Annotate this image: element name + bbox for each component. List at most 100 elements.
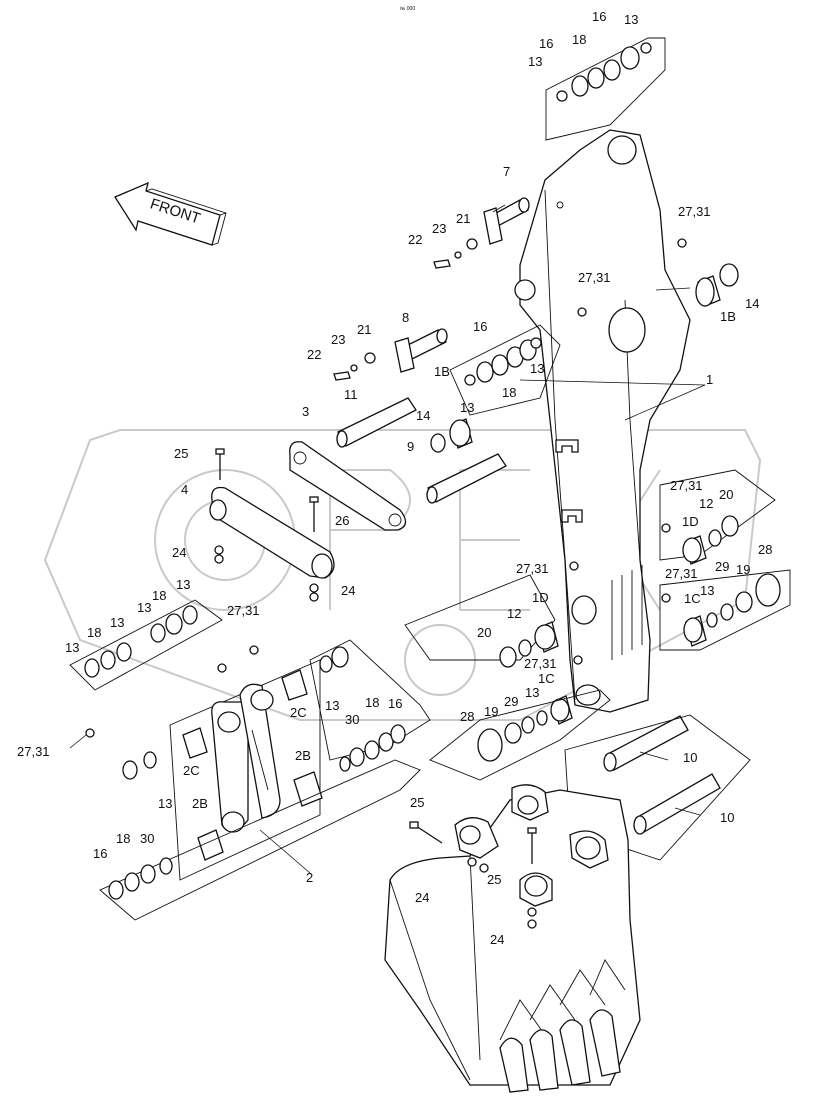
label-12: 12 xyxy=(507,606,522,621)
label-2b: 2B xyxy=(295,748,311,763)
label-7: 7 xyxy=(503,164,511,179)
label-13: 13 xyxy=(530,361,545,376)
corner-mark: № 000 xyxy=(400,6,416,12)
label-23: 23 xyxy=(432,221,447,236)
label-16: 16 xyxy=(388,696,403,711)
label-1d: 1D xyxy=(532,590,549,605)
label-13: 13 xyxy=(460,400,475,415)
label-23: 23 xyxy=(331,332,346,347)
label-2c: 2C xyxy=(183,763,200,778)
pin-7-assembly xyxy=(433,197,530,269)
label-18: 18 xyxy=(87,625,102,640)
label-13: 13 xyxy=(528,54,543,69)
boom-clips xyxy=(555,439,583,523)
label-1c: 1C xyxy=(684,591,701,606)
bushing-group-1c xyxy=(659,569,791,651)
label-3: 3 xyxy=(302,404,310,419)
label-10: 10 xyxy=(683,750,698,765)
label-19: 19 xyxy=(484,704,499,719)
label-29: 29 xyxy=(715,559,730,574)
label-30: 30 xyxy=(140,831,155,846)
label-25: 25 xyxy=(487,872,502,887)
label-13: 13 xyxy=(137,600,152,615)
link-3 xyxy=(289,441,407,531)
label-27-31: 27,31 xyxy=(524,656,557,671)
label-20: 20 xyxy=(719,487,734,502)
bolts-and-nuts xyxy=(214,448,319,602)
washer-stack-middle xyxy=(449,324,561,416)
label-18: 18 xyxy=(572,32,587,47)
label-22: 22 xyxy=(408,232,423,247)
grease-fittings xyxy=(85,238,687,738)
washer-stack-center xyxy=(309,639,431,772)
label-14: 14 xyxy=(745,296,760,311)
label-27-31: 27,31 xyxy=(665,566,698,581)
label-18: 18 xyxy=(365,695,380,710)
bushing-1b-middle xyxy=(430,418,473,453)
label-16: 16 xyxy=(592,9,607,24)
label-4: 4 xyxy=(181,482,189,497)
washer-stack-lower-left xyxy=(99,751,421,921)
label-14: 14 xyxy=(416,408,431,423)
label-28: 28 xyxy=(758,542,773,557)
label-16: 16 xyxy=(473,319,488,334)
label-29: 29 xyxy=(504,694,519,709)
pins-10 xyxy=(564,714,751,861)
label-1d: 1D xyxy=(682,514,699,529)
label-21: 21 xyxy=(357,322,372,337)
label-12: 12 xyxy=(699,496,714,511)
label-2c: 2C xyxy=(290,705,307,720)
label-13: 13 xyxy=(700,583,715,598)
label-11: 11 xyxy=(344,387,358,402)
label-19: 19 xyxy=(736,562,751,577)
pin-11 xyxy=(336,397,417,448)
label-2: 2 xyxy=(306,870,314,885)
label-24: 24 xyxy=(490,932,505,947)
bushing-group-center xyxy=(404,574,611,781)
label-16: 16 xyxy=(539,36,554,51)
label-13: 13 xyxy=(65,640,80,655)
label-27-31: 27,31 xyxy=(670,478,703,493)
label-20: 20 xyxy=(477,625,492,640)
front-arrow-icon xyxy=(114,181,227,246)
label-18: 18 xyxy=(152,588,167,603)
watermark-logo xyxy=(43,429,762,721)
bucket xyxy=(384,784,641,1093)
label-27-31: 27,31 xyxy=(17,744,50,759)
label-2b: 2B xyxy=(192,796,208,811)
label-13: 13 xyxy=(325,698,340,713)
label-24: 24 xyxy=(415,890,430,905)
label-1c: 1C xyxy=(538,671,555,686)
label-18: 18 xyxy=(502,385,517,400)
link-4 xyxy=(209,486,335,579)
label-26: 26 xyxy=(335,513,350,528)
bushing-1b-right xyxy=(655,263,739,307)
label-27-31: 27,31 xyxy=(227,603,260,618)
bushing-group-1d xyxy=(659,469,776,565)
label-8: 8 xyxy=(402,310,410,325)
label-13: 13 xyxy=(110,615,125,630)
label-28: 28 xyxy=(460,709,475,724)
label-18: 18 xyxy=(116,831,131,846)
label-16: 16 xyxy=(93,846,108,861)
label-27-31: 27,31 xyxy=(516,561,549,576)
label-1: 1 xyxy=(706,372,714,387)
washer-stack-top xyxy=(545,37,666,141)
label-1b: 1B xyxy=(434,364,450,379)
boom-arm xyxy=(514,129,691,713)
label-13: 13 xyxy=(158,796,173,811)
label-25: 25 xyxy=(174,446,189,461)
bucket-bolts xyxy=(409,821,537,929)
label-13: 13 xyxy=(624,12,639,27)
label-25: 25 xyxy=(410,795,425,810)
label-10: 10 xyxy=(720,810,735,825)
leader-lines xyxy=(69,204,706,874)
label-24: 24 xyxy=(172,545,187,560)
label-22: 22 xyxy=(307,347,322,362)
label-13: 13 xyxy=(176,577,191,592)
frame-link-2 xyxy=(169,659,323,881)
label-30: 30 xyxy=(345,712,360,727)
label-27-31: 27,31 xyxy=(678,204,711,219)
